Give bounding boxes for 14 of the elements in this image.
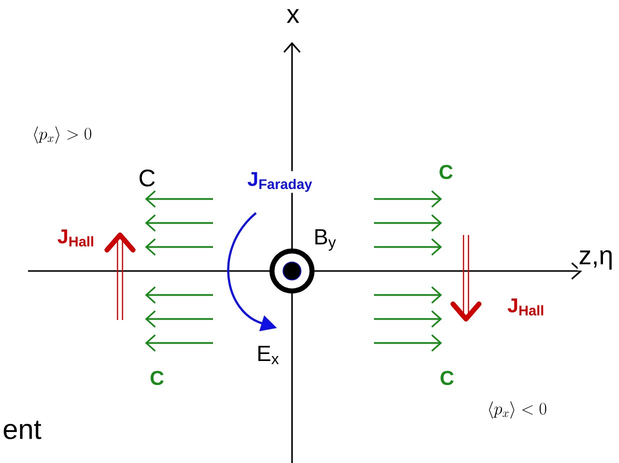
field-label: B$_{y}$ (312, 228, 338, 252)
current-label: J$_{Hall}$ (506, 297, 546, 316)
axis-label: x (286, 8, 300, 24)
vector-label: C (137, 168, 157, 188)
axis-label: z,η (578, 249, 614, 271)
vector-label: C (438, 370, 456, 386)
current-label: J$_{Hall}$ (56, 228, 96, 248)
field-label: E$_{x}$ (256, 344, 280, 366)
vector-label: C (438, 164, 454, 180)
text-fragment: ent (2, 420, 42, 440)
vector-label: C (148, 370, 166, 386)
formula-label: $\langle p_x\rangle <0$ (486, 400, 548, 420)
formula-label: $\langle p_x\rangle >0$ (31, 125, 93, 145)
current-label: J$_{Faraday}$ (246, 171, 314, 193)
